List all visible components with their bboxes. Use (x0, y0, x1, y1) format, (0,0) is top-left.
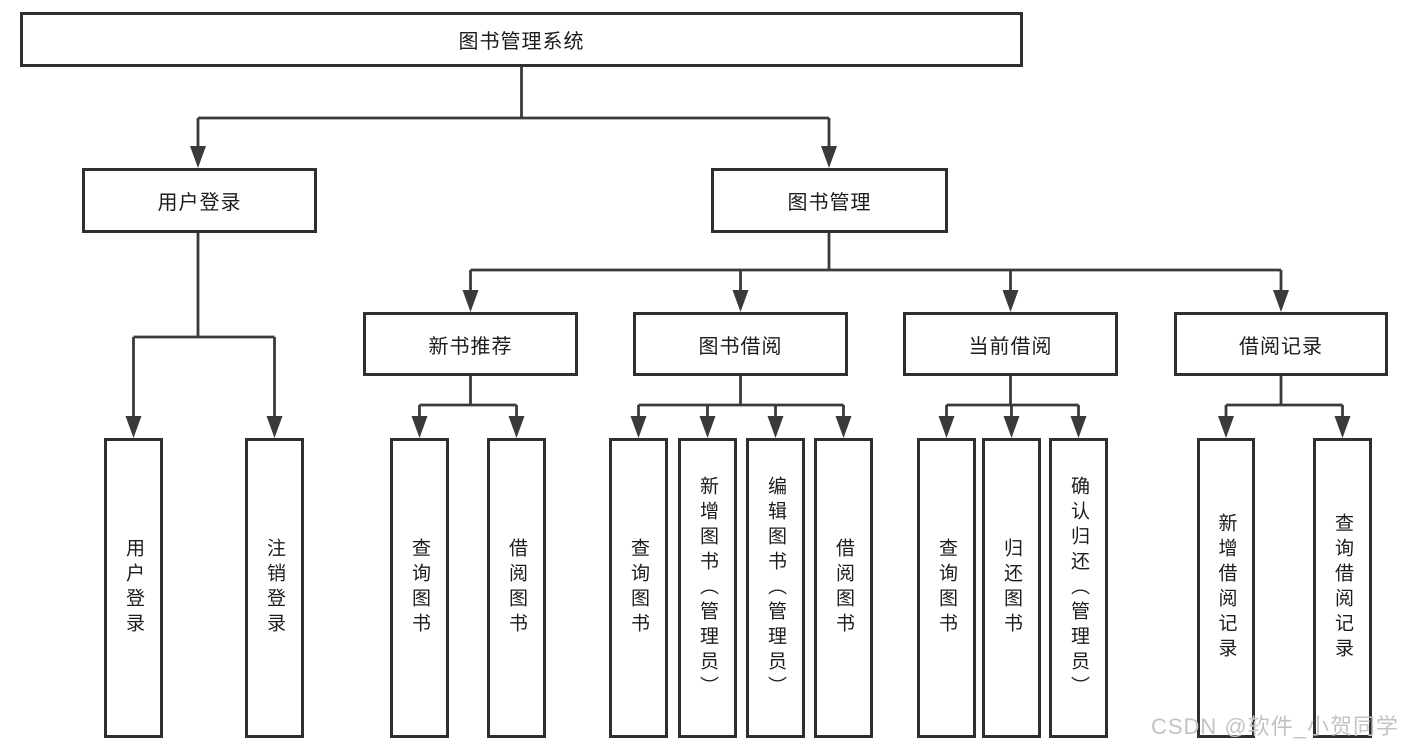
node-book-management: 图书管理 (711, 168, 948, 233)
leaf-user-login: 用户登录 (104, 438, 163, 738)
leaf-query-books-borrow: 查询图书 (609, 438, 668, 738)
csdn-watermark: CSDN @软件_小贺同学 (1150, 714, 1399, 739)
leaf-borrow-books: 借阅图书 (814, 438, 873, 738)
node-book-borrow: 图书借阅 (633, 312, 848, 376)
node-library-management-system: 图书管理系统 (20, 12, 1023, 67)
leaf-borrow-books-recommend: 借阅图书 (487, 438, 546, 738)
node-current-borrow: 当前借阅 (903, 312, 1118, 376)
leaf-query-books-recommend: 查询图书 (390, 438, 449, 738)
node-borrow-records: 借阅记录 (1174, 312, 1388, 376)
leaf-query-borrow-record: 查询借阅记录 (1313, 438, 1372, 738)
node-new-book-recommend: 新书推荐 (363, 312, 578, 376)
leaf-add-books-admin: 新增图书（管理员） (678, 438, 737, 738)
leaf-return-books: 归还图书 (982, 438, 1041, 738)
node-user-login: 用户登录 (82, 168, 317, 233)
leaf-logout: 注销登录 (245, 438, 304, 738)
leaf-confirm-return-admin: 确认归还（管理员） (1049, 438, 1108, 738)
leaf-add-borrow-record: 新增借阅记录 (1197, 438, 1255, 738)
leaf-query-books-current: 查询图书 (917, 438, 976, 738)
leaf-edit-books-admin: 编辑图书（管理员） (746, 438, 805, 738)
